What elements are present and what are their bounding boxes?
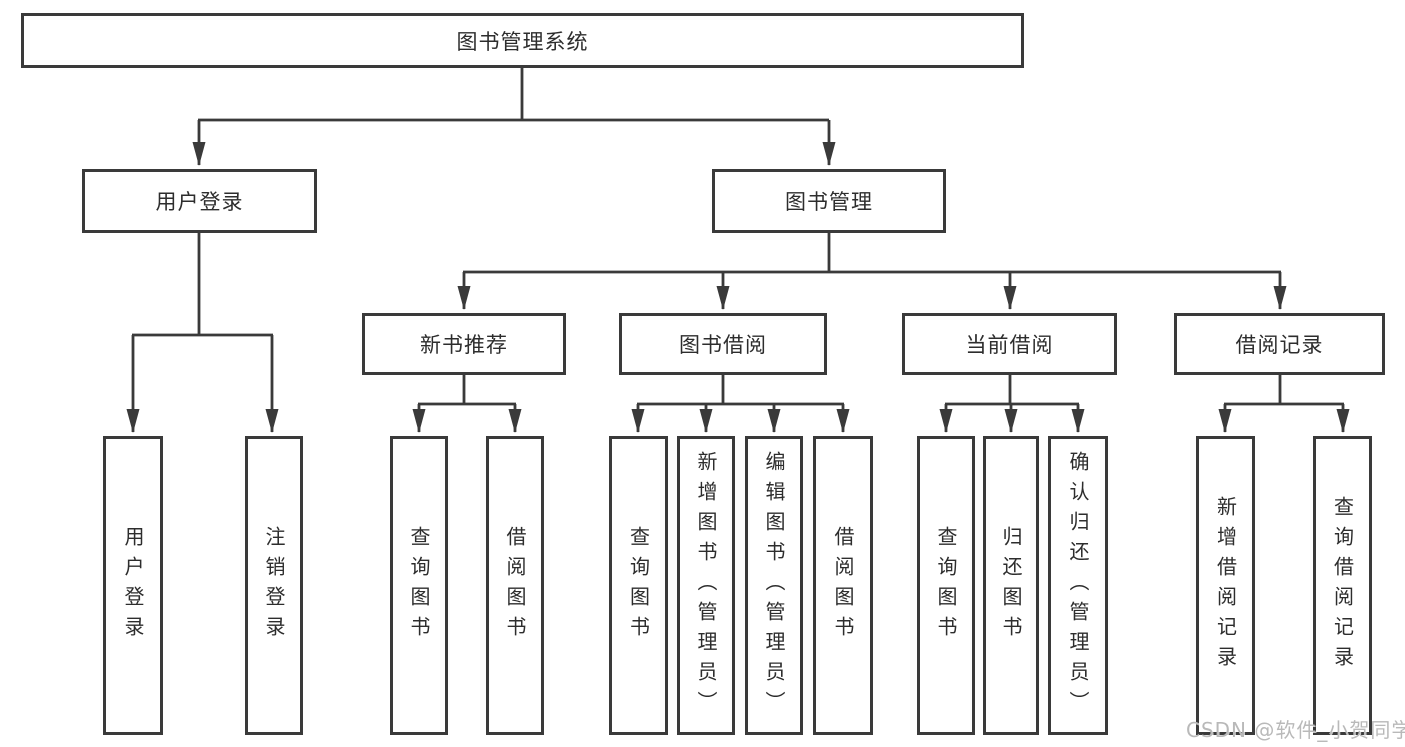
leaf-confirm-return-admin: 确认归还（管理员） [1048, 436, 1108, 735]
connector-current-borrow-split [945, 375, 1079, 406]
leaf-query-books-borrow: 查询图书 [609, 436, 668, 735]
node-library-management-system: 图书管理系统 [21, 13, 1024, 68]
leaf-user-login: 用户登录 [103, 436, 163, 735]
node-new-book-recommend: 新书推荐 [362, 313, 566, 375]
leaf-return-book: 归还图书 [983, 436, 1039, 735]
node-book-borrow: 图书借阅 [619, 313, 827, 375]
node-borrow-record: 借阅记录 [1174, 313, 1385, 375]
connector-new-book-split [418, 375, 516, 406]
leaf-query-books-recommend: 查询图书 [390, 436, 448, 735]
leaf-borrow-books: 借阅图书 [813, 436, 873, 735]
node-user-login: 用户登录 [82, 169, 317, 233]
connector-book-borrow-split [637, 375, 844, 406]
node-current-borrow: 当前借阅 [902, 313, 1117, 375]
csdn-watermark: CSDN @软件_小贺同学 [1186, 718, 1405, 742]
connector-root-split [198, 68, 829, 122]
leaf-query-borrow-record: 查询借阅记录 [1313, 436, 1372, 735]
leaf-add-book-admin: 新增图书（管理员） [677, 436, 735, 735]
connector-book-management-split [463, 233, 1281, 274]
connector-borrow-record-split [1224, 375, 1344, 406]
leaf-borrow-books-recommend: 借阅图书 [486, 436, 544, 735]
leaf-logout: 注销登录 [245, 436, 303, 735]
connector-user-login-split [132, 233, 273, 337]
leaf-add-borrow-record: 新增借阅记录 [1196, 436, 1255, 735]
node-book-management: 图书管理 [712, 169, 946, 233]
leaf-edit-book-admin: 编辑图书（管理员） [745, 436, 803, 735]
leaf-query-books-current: 查询图书 [917, 436, 975, 735]
